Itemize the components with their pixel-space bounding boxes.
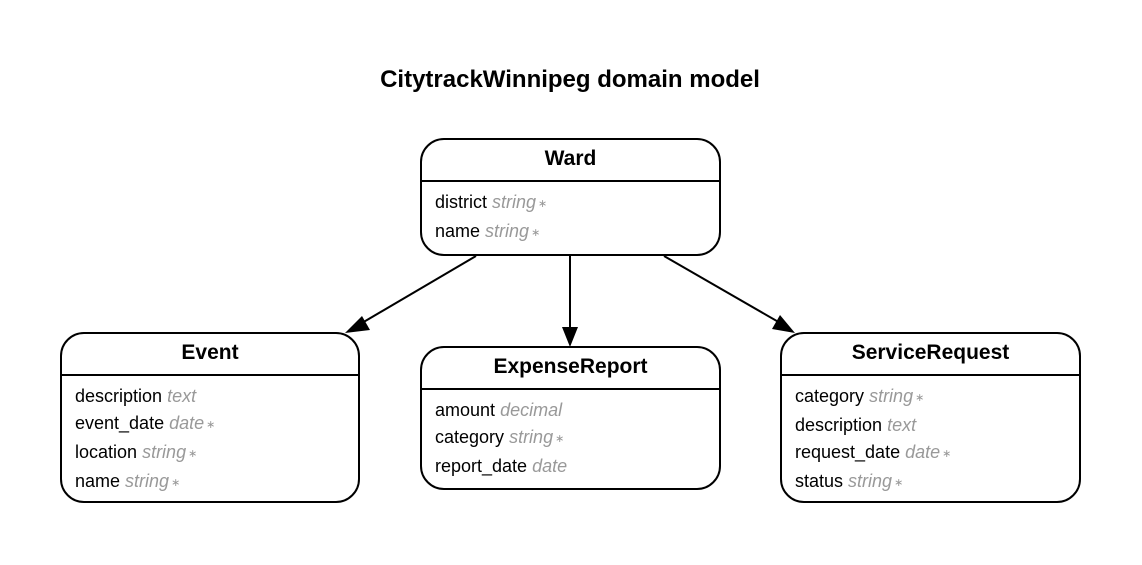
required-marker-icon: ∗ bbox=[915, 392, 925, 404]
attribute-type: decimal bbox=[500, 400, 563, 420]
attribute-type: date bbox=[169, 413, 205, 433]
attribute-row: report_date date bbox=[435, 453, 719, 480]
required-marker-icon: ∗ bbox=[206, 419, 216, 431]
entity-name: ExpenseReport bbox=[422, 348, 719, 390]
attribute-row: category string∗ bbox=[435, 424, 719, 453]
required-marker-icon: ∗ bbox=[531, 227, 541, 239]
attribute-type: string bbox=[848, 471, 893, 491]
attribute-type: string bbox=[869, 386, 914, 406]
attribute-row: event_date date∗ bbox=[75, 410, 358, 439]
attribute-type: string bbox=[509, 427, 554, 447]
entity-ward: Ward district string∗name string∗ bbox=[420, 138, 721, 256]
attribute-type: text bbox=[887, 415, 917, 435]
required-marker-icon: ∗ bbox=[555, 433, 565, 445]
attribute-row: description text bbox=[795, 412, 1079, 439]
attribute-type: text bbox=[167, 386, 197, 406]
required-marker-icon: ∗ bbox=[188, 448, 198, 460]
attribute-type: string bbox=[125, 471, 170, 491]
attribute-name: report_date bbox=[435, 456, 528, 476]
attribute-name: status bbox=[795, 471, 844, 491]
attribute-type: date bbox=[532, 456, 568, 476]
attribute-row: district string∗ bbox=[435, 189, 719, 218]
attribute-name: district bbox=[435, 192, 488, 212]
attribute-row: name string∗ bbox=[75, 468, 358, 497]
required-marker-icon: ∗ bbox=[894, 477, 904, 489]
entity-name: ServiceRequest bbox=[782, 334, 1079, 376]
attribute-name: request_date bbox=[795, 442, 901, 462]
attribute-name: amount bbox=[435, 400, 496, 420]
arrow-ward-expensereport bbox=[562, 327, 578, 347]
edge-ward-servicerequest bbox=[663, 255, 783, 325]
arrow-ward-servicerequest bbox=[772, 315, 795, 333]
attribute-row: name string∗ bbox=[435, 218, 719, 247]
attribute-row: amount decimal bbox=[435, 397, 719, 424]
required-marker-icon: ∗ bbox=[171, 477, 181, 489]
attribute-row: category string∗ bbox=[795, 383, 1079, 412]
attribute-name: location bbox=[75, 442, 138, 462]
attribute-name: category bbox=[435, 427, 505, 447]
attribute-row: location string∗ bbox=[75, 439, 358, 468]
attribute-type: date bbox=[905, 442, 941, 462]
diagram-title: CitytrackWinnipeg domain model bbox=[380, 66, 760, 93]
entity-name: Ward bbox=[422, 140, 719, 182]
attribute-row: description text bbox=[75, 383, 358, 410]
attribute-type: string bbox=[142, 442, 187, 462]
attribute-name: category bbox=[795, 386, 865, 406]
attribute-type: string bbox=[492, 192, 537, 212]
attribute-name: event_date bbox=[75, 413, 165, 433]
entity-service-request: ServiceRequest category string∗descripti… bbox=[780, 332, 1081, 503]
attribute-type: string bbox=[485, 221, 530, 241]
entity-name: Event bbox=[62, 334, 358, 376]
attribute-name: name bbox=[75, 471, 121, 491]
required-marker-icon: ∗ bbox=[538, 198, 548, 210]
attribute-name: description bbox=[75, 386, 163, 406]
edge-ward-event bbox=[349, 255, 477, 331]
attribute-row: status string∗ bbox=[795, 468, 1079, 497]
attribute-row: request_date date∗ bbox=[795, 439, 1079, 468]
attribute-list: district string∗name string∗ bbox=[422, 182, 719, 247]
arrow-ward-event bbox=[345, 316, 370, 333]
attribute-name: name bbox=[435, 221, 481, 241]
required-marker-icon: ∗ bbox=[942, 448, 952, 460]
attribute-name: description bbox=[795, 415, 883, 435]
